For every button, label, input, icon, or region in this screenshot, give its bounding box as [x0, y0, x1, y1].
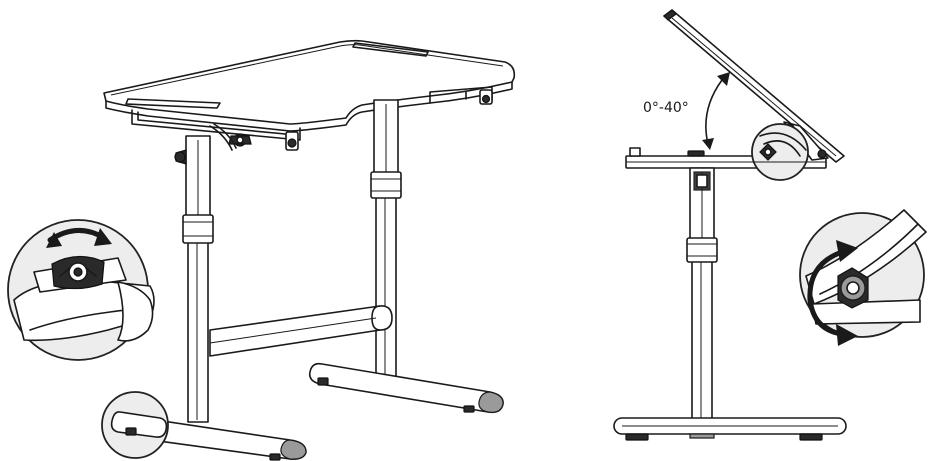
tilt-knob-magnifier [799, 209, 927, 346]
tilt-angle-label: 0°-40° [643, 100, 689, 116]
desktop-surface [103, 39, 516, 132]
tilted-tabletop [663, 9, 845, 163]
foot-detail-magnifier [101, 391, 169, 459]
tilt-knob-magnifier-small [751, 123, 809, 181]
desk-perspective-view [7, 39, 516, 461]
desk-side-view: 0°-40° [613, 9, 927, 441]
back-right-leg [370, 99, 402, 389]
height-knob-magnifier [7, 219, 155, 361]
side-column [686, 167, 718, 423]
under-frame [131, 86, 493, 151]
crossbar [209, 305, 393, 357]
back-foot [308, 362, 504, 414]
front-left-leg [174, 135, 214, 423]
tilt-angle-indicator: 0°-40° [643, 72, 730, 150]
side-foot [613, 417, 847, 441]
